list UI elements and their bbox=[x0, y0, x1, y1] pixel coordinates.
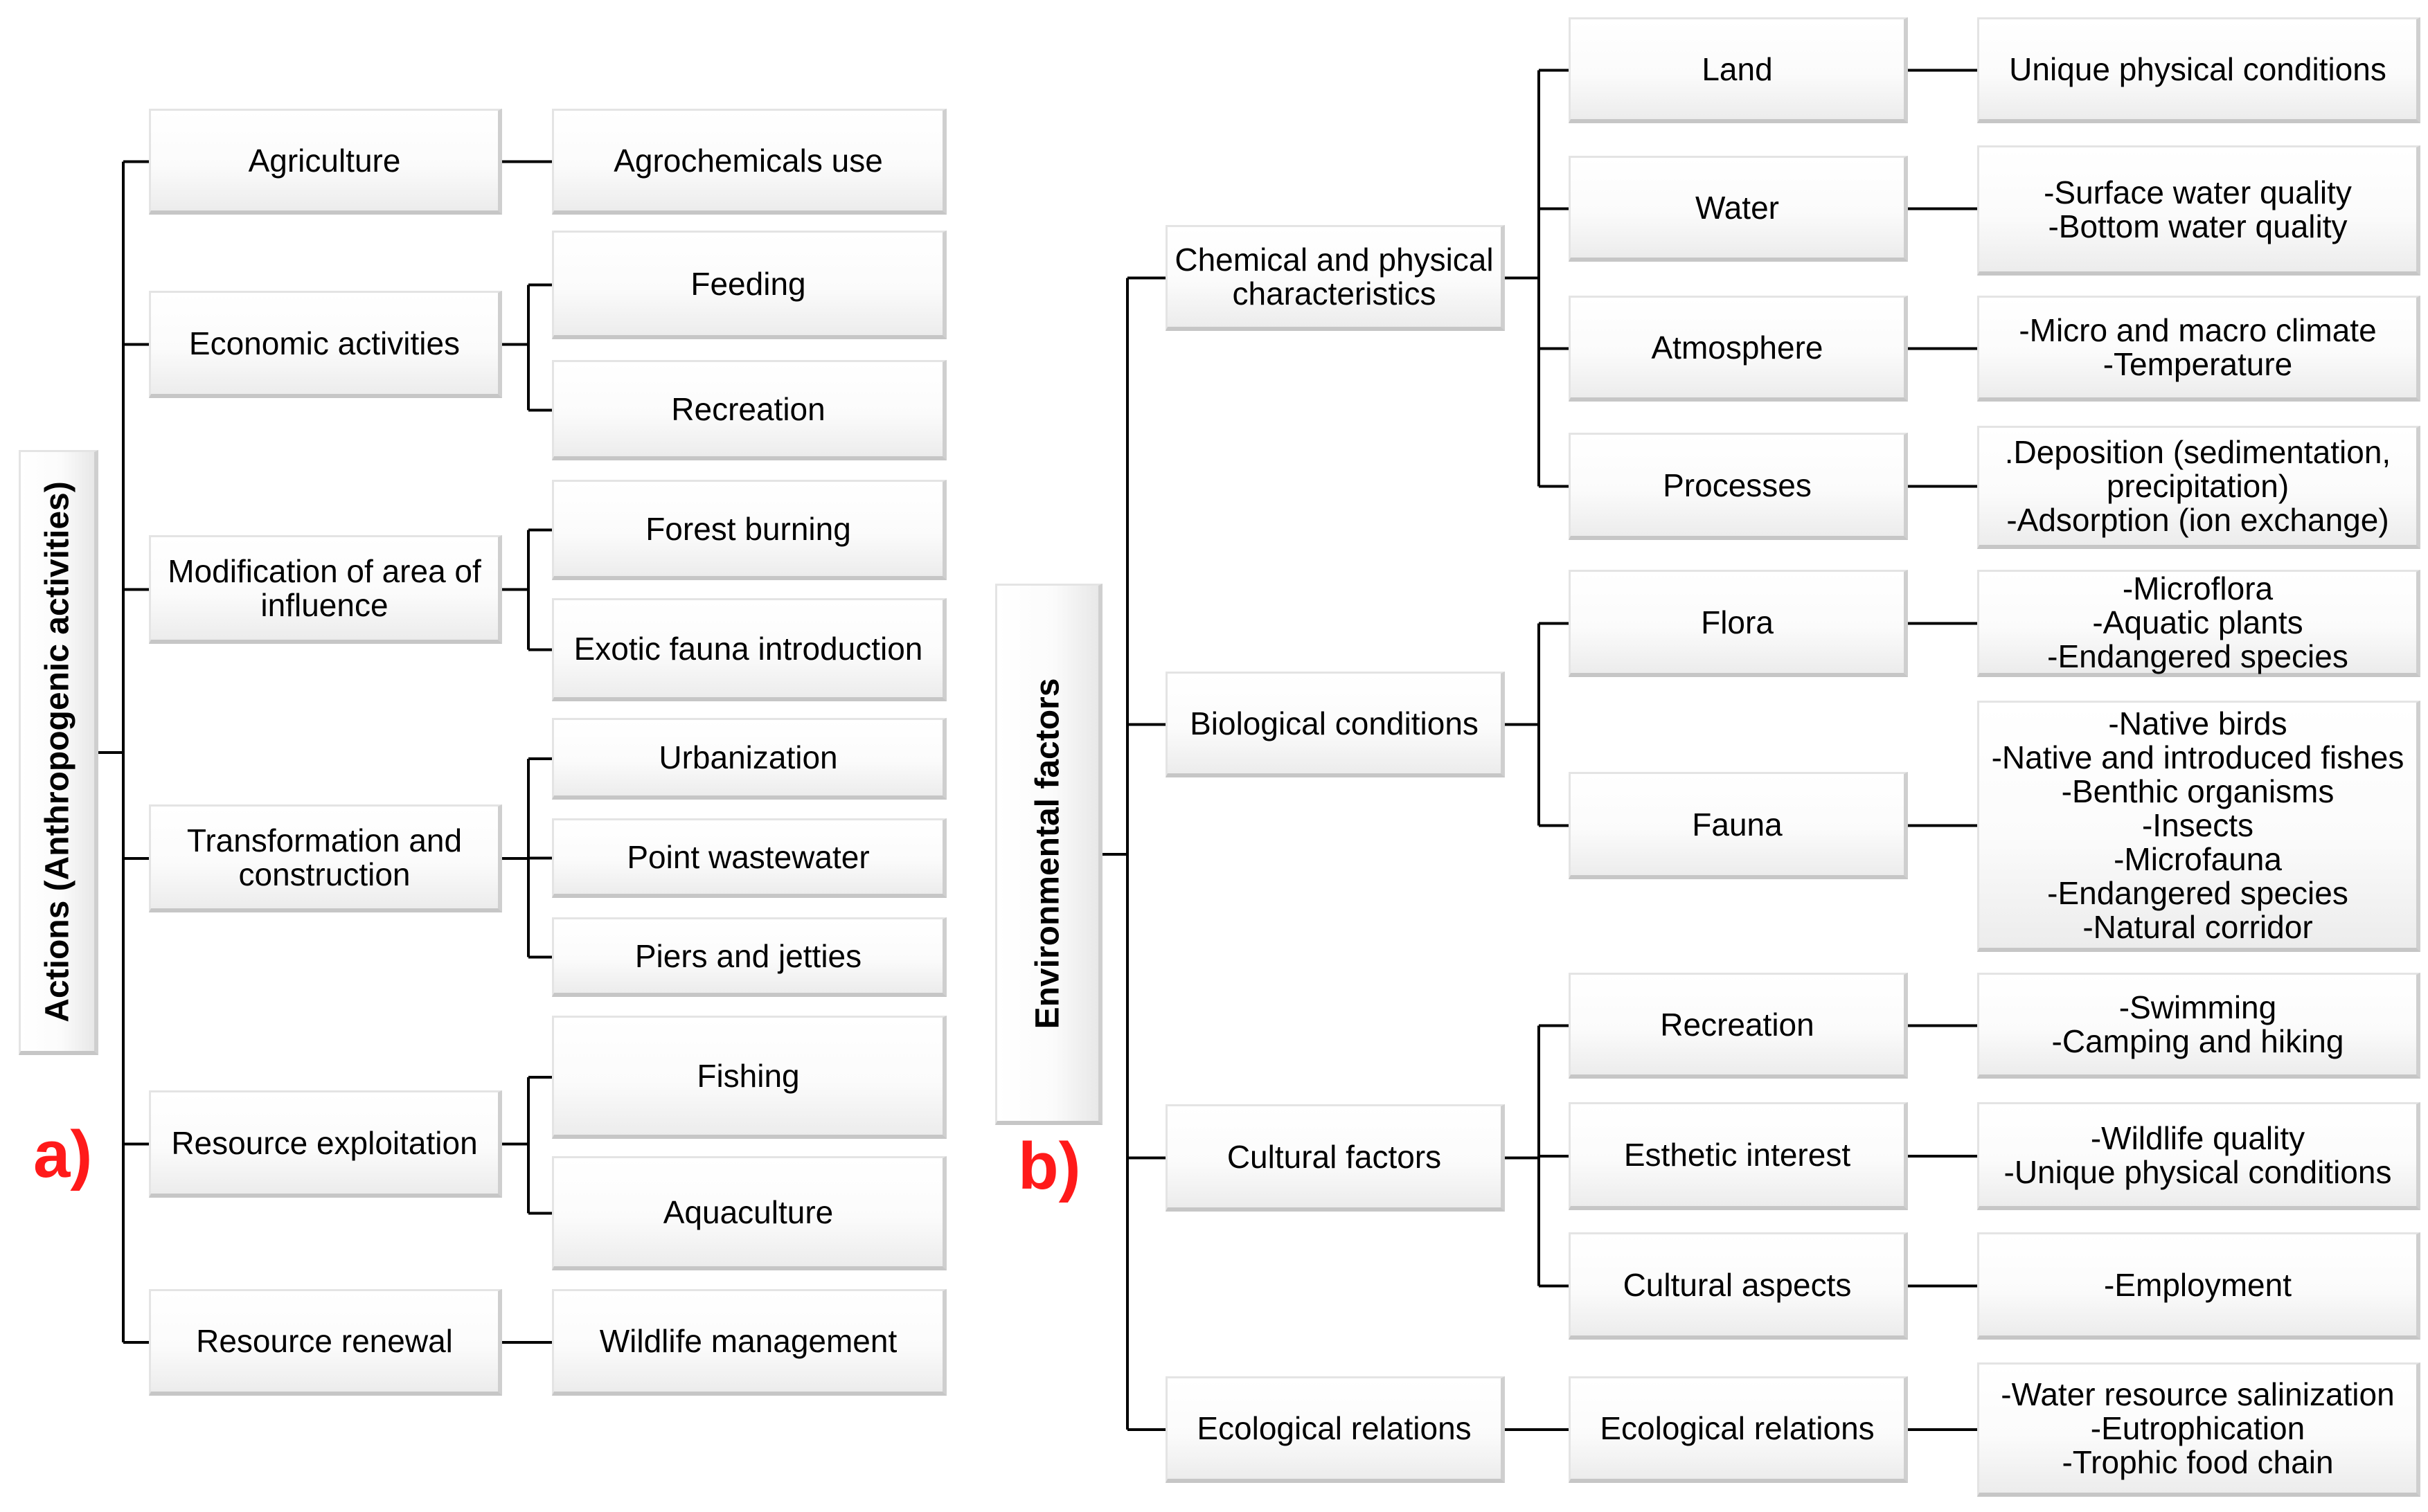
env-sub-box: Atmosphere bbox=[1569, 296, 1908, 402]
env-sub-box: Land bbox=[1569, 17, 1908, 123]
env-detail-box: Unique physical conditions bbox=[1977, 17, 2420, 123]
env-sub-box: Flora bbox=[1569, 570, 1908, 677]
panel-b-label: b) bbox=[1018, 1129, 1081, 1203]
env-group-box: Cultural factors bbox=[1166, 1104, 1505, 1212]
env-detail-box: -Native birds -Native and introduced fis… bbox=[1977, 701, 2420, 952]
action-item-box: Feeding bbox=[552, 231, 947, 339]
action-item-box: Recreation bbox=[552, 360, 947, 460]
env-detail-box: -Surface water quality -Bottom water qua… bbox=[1977, 145, 2420, 276]
env-group-box: Ecological relations bbox=[1166, 1376, 1505, 1483]
environmental-root-box: Environmental factors bbox=[995, 584, 1103, 1125]
action-item-box: Exotic fauna introduction bbox=[552, 598, 947, 701]
env-sub-box: Esthetic interest bbox=[1569, 1102, 1908, 1210]
panel-a-label: a) bbox=[33, 1117, 93, 1191]
env-sub-box: Cultural aspects bbox=[1569, 1232, 1908, 1340]
action-item-box: Point wastewater bbox=[552, 818, 947, 898]
env-detail-box: -Wildlife quality -Unique physical condi… bbox=[1977, 1102, 2420, 1210]
action-item-box: Forest burning bbox=[552, 480, 947, 580]
action-group-box: Resource exploitation bbox=[149, 1090, 502, 1198]
action-group-box: Agriculture bbox=[149, 109, 502, 215]
env-detail-box: -Swimming -Camping and hiking bbox=[1977, 973, 2420, 1079]
env-sub-box: Recreation bbox=[1569, 973, 1908, 1079]
action-item-box: Urbanization bbox=[552, 718, 947, 800]
env-detail-box: -Microflora -Aquatic plants -Endangered … bbox=[1977, 570, 2420, 677]
action-item-box: Agrochemicals use bbox=[552, 109, 947, 215]
env-group-box: Chemical and physical characteristics bbox=[1166, 225, 1505, 331]
environmental-root-box-label: Environmental factors bbox=[1029, 678, 1066, 1029]
action-group-box: Transformation and construction bbox=[149, 804, 502, 912]
env-detail-box: -Water resource salinization -Eutrophica… bbox=[1977, 1362, 2420, 1497]
env-sub-box: Water bbox=[1569, 156, 1908, 262]
env-group-box: Biological conditions bbox=[1166, 672, 1505, 777]
action-item-box: Aquaculture bbox=[552, 1156, 947, 1270]
actions-root-box-label: Actions (Anthropogenic activities) bbox=[39, 480, 76, 1023]
action-item-box: Wildlife management bbox=[552, 1289, 947, 1396]
action-group-box: Modification of area of influence bbox=[149, 535, 502, 644]
env-sub-box: Processes bbox=[1569, 433, 1908, 540]
env-detail-box: -Employment bbox=[1977, 1232, 2420, 1340]
action-group-box: Resource renewal bbox=[149, 1289, 502, 1396]
env-sub-box: Fauna bbox=[1569, 772, 1908, 879]
action-group-box: Economic activities bbox=[149, 291, 502, 398]
env-sub-box: Ecological relations bbox=[1569, 1376, 1908, 1483]
env-detail-box: .Deposition (sedimentation, precipitatio… bbox=[1977, 426, 2420, 549]
actions-root-box: Actions (Anthropogenic activities) bbox=[19, 450, 98, 1055]
action-item-box: Piers and jetties bbox=[552, 917, 947, 997]
env-detail-box: -Micro and macro climate -Temperature bbox=[1977, 296, 2420, 402]
action-item-box: Fishing bbox=[552, 1016, 947, 1139]
